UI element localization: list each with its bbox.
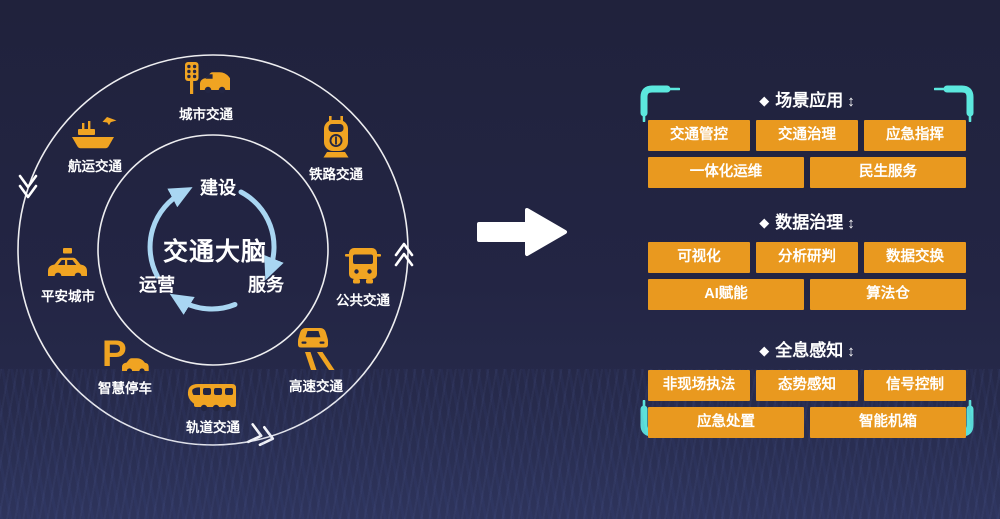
cycle-step-service: 服务 (248, 275, 284, 295)
section-title-text: 数据治理 (775, 213, 844, 232)
capability-block: 一体化运维 (648, 157, 804, 188)
capability-block: 交通治理 (756, 120, 858, 151)
capability-block: 可视化 (648, 242, 750, 273)
hub-item-label: 高速交通 (289, 379, 343, 394)
cycle-step-operate: 运营 (139, 275, 175, 295)
hub-item-label: 城市交通 (179, 107, 233, 122)
section-title-text: 全息感知 (775, 341, 844, 360)
hub-rings-art (17, 54, 414, 447)
hub-item-public-transit: 公共交通 (336, 246, 390, 309)
diamond-icon: ◆ (759, 93, 770, 108)
section-title-scenario-application: ◆ 场景应用↕ (634, 86, 980, 111)
cycle-step-build: 建设 (200, 178, 236, 198)
hub-item-shipping-traffic: 航运交通 (68, 116, 122, 175)
hub-item-highway-traffic: 高速交通 (289, 326, 343, 395)
capability-block: 智能机箱 (810, 407, 966, 438)
hub-item-label: 平安城市 (41, 289, 95, 304)
flow-arrow-icon (477, 208, 567, 256)
hub-item-label: 航运交通 (68, 159, 122, 174)
hub-item-label: 公共交通 (336, 293, 390, 308)
hub-item-city-traffic: 城市交通 (179, 60, 233, 123)
capability-block: 应急指挥 (864, 120, 966, 151)
capability-block: 态势感知 (756, 370, 858, 401)
section-title-text: 场景应用 (775, 91, 844, 110)
rotation-chevron-left-icon (18, 174, 38, 199)
shipping-traffic-icon (70, 116, 120, 152)
hub-item-rail-transit: 轨道交通 (186, 383, 240, 436)
capability-block: 数据交换 (864, 242, 966, 273)
hub-item-safe-city: 平安城市 (41, 248, 95, 305)
city-traffic-icon (182, 60, 230, 100)
railway-traffic-icon (316, 116, 356, 160)
capability-block: 非现场执法 (648, 370, 750, 401)
cycle-arrows-icon (147, 187, 284, 315)
capability-block: 信号控制 (864, 370, 966, 401)
public-transit-icon (343, 246, 383, 286)
section-title-holographic-perception: ◆ 全息感知↕ (634, 336, 980, 361)
rail-transit-icon (186, 383, 240, 413)
hub-item-label: 智慧停车 (98, 381, 152, 396)
rotation-chevron-right-icon (394, 242, 414, 267)
corner-bracket-top-left-icon (640, 85, 680, 122)
hub-item-label: 轨道交通 (186, 420, 240, 435)
diamond-icon: ◆ (759, 215, 770, 230)
hub-item-railway-traffic: 铁路交通 (309, 116, 363, 183)
section-row: AI赋能 算法仓 (648, 279, 966, 310)
rotation-chevron-bottom-icon (246, 423, 275, 447)
updown-arrow-icon: ↕ (847, 215, 855, 232)
capability-block: AI赋能 (648, 279, 804, 310)
inner-ring-circle (97, 134, 329, 366)
updown-arrow-icon: ↕ (847, 93, 855, 110)
capability-block: 民生服务 (810, 157, 966, 188)
hub-item-smart-parking: P 智慧停车 (98, 334, 152, 397)
hub-item-label: 铁路交通 (309, 167, 363, 182)
section-row: 交通管控 交通治理 应急指挥 (648, 120, 966, 151)
corner-bracket-top-right-icon (934, 85, 974, 122)
capability-block: 应急处置 (648, 407, 804, 438)
capability-block: 算法仓 (810, 279, 966, 310)
capability-block: 分析研判 (756, 242, 858, 273)
highway-traffic-icon (291, 326, 341, 372)
smart-parking-icon: P (100, 334, 150, 374)
capability-panel: ◆场景应用↕ 交通管控 交通治理 应急指挥 一体化运维 民生服务 ◆数据治理↕ … (634, 80, 980, 442)
section-row: 非现场执法 态势感知 信号控制 (648, 370, 966, 401)
safe-city-icon (45, 248, 91, 282)
diamond-icon: ◆ (759, 343, 770, 358)
hub-center-title: 交通大脑 (162, 238, 268, 266)
section-row: 一体化运维 民生服务 (648, 157, 966, 188)
section-row: 可视化 分析研判 数据交换 (648, 242, 966, 273)
section-row: 应急处置 智能机箱 (648, 407, 966, 438)
updown-arrow-icon: ↕ (847, 343, 855, 360)
capability-block: 交通管控 (648, 120, 750, 151)
section-title-data-governance: ◆ 数据治理↕ (634, 208, 980, 233)
